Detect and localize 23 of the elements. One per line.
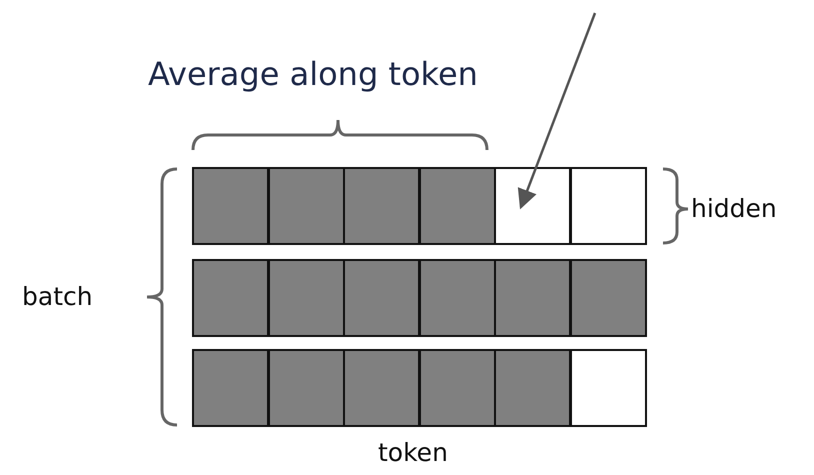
arrow [518, 12, 596, 210]
filled-cell [192, 259, 269, 337]
filled-cell [343, 259, 420, 337]
filled-cell [418, 167, 496, 245]
filled-cell [494, 259, 571, 337]
axis-label: token [378, 440, 448, 465]
empty-cell [570, 349, 646, 427]
filled-cell [494, 349, 571, 427]
filled-cell [268, 349, 344, 427]
filled-cell [192, 167, 269, 245]
filled-cell [343, 349, 420, 427]
empty-cell [570, 167, 646, 245]
axis-label: hidden [691, 196, 777, 221]
title: Average along token [148, 58, 478, 90]
filled-cell [570, 259, 646, 337]
filled-cell [418, 259, 496, 337]
filled-cell [343, 167, 420, 245]
filled-cell [268, 167, 344, 245]
filled-cell [192, 349, 269, 427]
axis-label: batch [22, 284, 93, 309]
empty-cell [494, 167, 571, 245]
filled-cell [268, 259, 344, 337]
filled-cell [418, 349, 496, 427]
